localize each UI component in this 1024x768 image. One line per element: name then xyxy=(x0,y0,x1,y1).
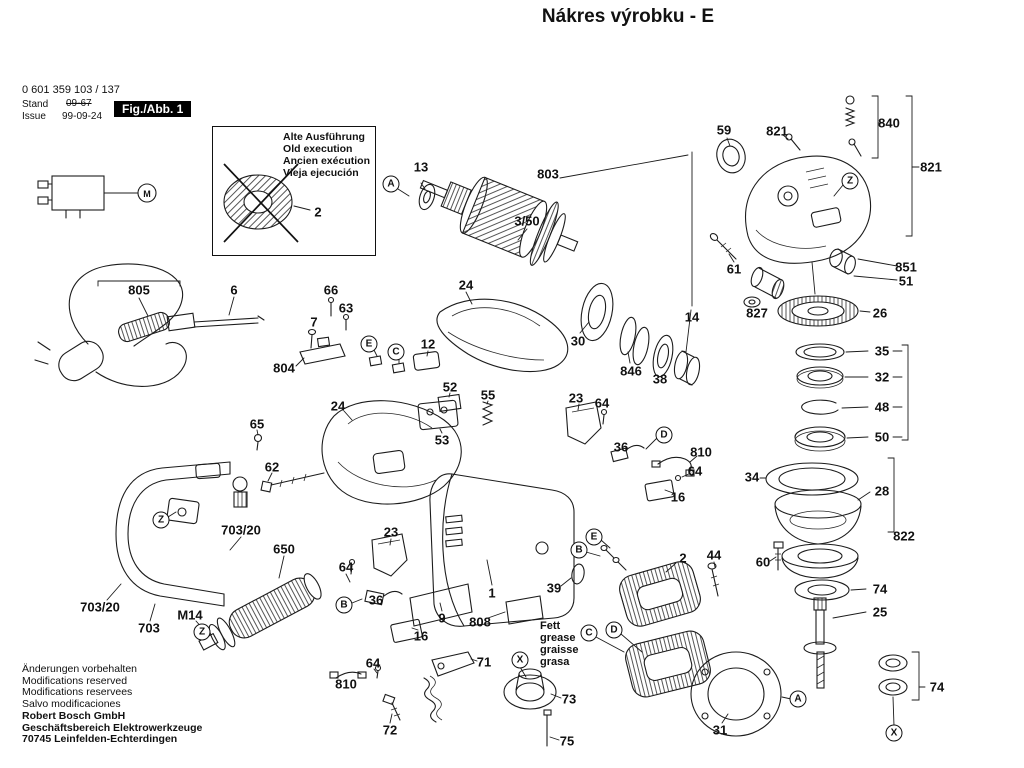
wiring-schematic: M xyxy=(37,175,157,219)
note-line: Modifications reserved xyxy=(22,674,128,687)
company-line: Geschäftsbereich Elektrowerkzeuge xyxy=(22,721,203,734)
company-line: Robert Bosch GmbH xyxy=(22,710,126,722)
old-date-strikethrough: 09-67 xyxy=(66,98,92,109)
issue-date: 99-09-24 xyxy=(62,111,103,122)
motor-housing xyxy=(409,473,585,627)
grease-line: graisse xyxy=(540,644,579,656)
field-coil-upper xyxy=(619,561,701,627)
side-handle xyxy=(198,573,322,651)
old-execution-line: Ancien exécution xyxy=(283,155,370,167)
company-line: 70745 Leinfelden-Echterdingen xyxy=(22,733,178,745)
leader-lines xyxy=(106,122,926,741)
note-line: Salvo modificaciones xyxy=(22,697,121,710)
armature-assembly xyxy=(418,176,701,386)
page-title: Nákres výrobku - E xyxy=(541,6,715,27)
gear-head-housing xyxy=(709,95,872,308)
grip-housing xyxy=(321,400,462,505)
brush-holder-right xyxy=(565,401,695,502)
group-brackets xyxy=(97,95,920,701)
power-cord-assembly xyxy=(34,263,265,387)
bearing-flange xyxy=(690,651,782,737)
stand-label: Stand xyxy=(22,99,49,110)
gear-and-bearing-stack xyxy=(765,295,908,696)
handle-cover xyxy=(436,298,569,373)
switch-parts xyxy=(299,296,494,431)
grease-line: grease xyxy=(540,632,576,644)
old-execution-line: Vieja ejecución xyxy=(283,167,359,179)
grease-line: grasa xyxy=(540,656,570,668)
brush-holder-left xyxy=(329,533,423,679)
document-number: 0 601 359 103 / 137 xyxy=(22,84,120,96)
note-line: Modifications reservees xyxy=(22,686,133,698)
old-execution-line: Old execution xyxy=(283,143,353,155)
auxiliary-handle-bracket xyxy=(115,433,325,607)
motor-symbol-text: M xyxy=(143,189,151,199)
figure-label-badge: Fig./Abb. 1 xyxy=(114,101,192,117)
field-coil-lower xyxy=(625,630,711,698)
grease-line: Fett xyxy=(540,620,561,632)
issue-label: Issue xyxy=(22,111,46,122)
note-line: Änderungen vorbehalten xyxy=(22,663,138,675)
field-coil-screws xyxy=(600,544,720,597)
old-execution-line: Alte Ausführung xyxy=(283,131,365,143)
gear-selector-parts xyxy=(382,651,557,747)
old-execution-stator-drawing xyxy=(223,163,311,243)
